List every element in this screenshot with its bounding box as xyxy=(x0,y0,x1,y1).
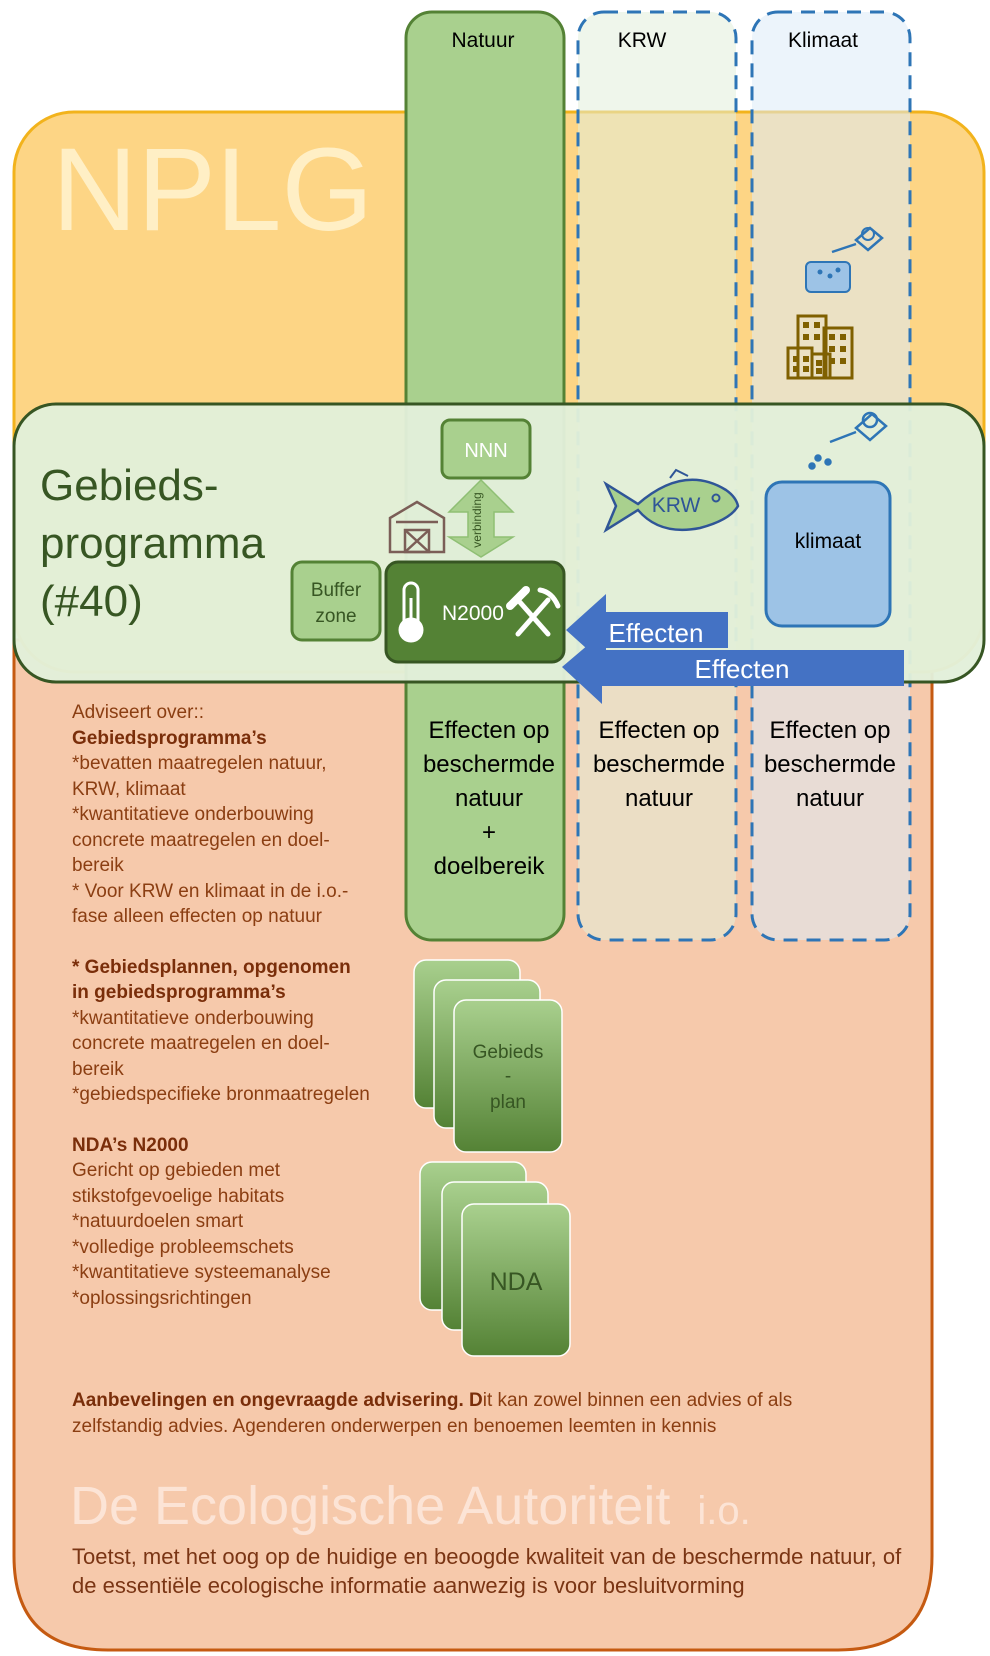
column-krw-label: KRW xyxy=(618,29,667,52)
column-natuur-label: Natuur xyxy=(451,29,514,52)
nda-stack xyxy=(419,1161,571,1357)
gebiedsplan-label-line1: Gebieds xyxy=(473,1042,544,1063)
watering-can-icon xyxy=(805,226,884,293)
advice-intro: Adviseert over:: xyxy=(72,702,204,723)
advice-block: Adviseert over:: Gebiedsprogramma’s *bev… xyxy=(72,700,372,1311)
klimaat-box xyxy=(764,480,892,628)
advice-gp-item2: *kwantitatieve onderbouwing concrete maa… xyxy=(72,804,330,876)
nplg-title: NPLG xyxy=(52,124,373,256)
advice-nda-item1: Gericht op gebieden met stikstofgevoelig… xyxy=(72,1160,285,1207)
city-buildings-icon xyxy=(786,314,854,380)
effects-krw-line3: natuur xyxy=(625,785,693,812)
advice-nda-item3: *volledige probleemschets xyxy=(72,1236,294,1258)
effects-natuur-line2: beschermde xyxy=(423,751,555,778)
nda-card xyxy=(461,1203,571,1357)
advice-nda-item4: *kwantitatieve systeemanalyse xyxy=(72,1262,331,1283)
effecten-arrow-klimaat-label: Effecten xyxy=(695,654,790,684)
gebiedsprogramma-title-line2: programma xyxy=(40,519,265,568)
krw-fish-label: KRW xyxy=(652,494,701,517)
effects-klimaat: Effecten op beschermde natuur xyxy=(764,717,896,812)
buffer-zone-label-line2: zone xyxy=(315,606,356,627)
krw-fish-icon xyxy=(603,468,740,534)
buffer-zone-box xyxy=(290,560,382,642)
advice-nda-item2: *natuurdoelen smart xyxy=(72,1211,244,1232)
effects-krw-line1: Effecten op xyxy=(599,717,720,744)
advice-gpl-item2: *gebiedspecifieke bronmaatregelen xyxy=(72,1084,370,1105)
advice-gpl-item1: *kwantitatieve onderbouwing concrete maa… xyxy=(72,1007,330,1080)
effects-klimaat-line3: natuur xyxy=(796,785,864,812)
nda-label: NDA xyxy=(490,1268,543,1296)
effects-natuur-line1: Effecten op xyxy=(429,717,550,744)
effects-natuur-line5: doelbereik xyxy=(434,853,546,880)
gebiedsplan-label-line2: - xyxy=(505,1066,511,1087)
gebiedsprogramma-title-line3: (#40) xyxy=(40,577,143,626)
effects-natuur-line4: + xyxy=(482,819,496,846)
thermometer-icon xyxy=(398,581,424,643)
watering-can-icon-small xyxy=(808,411,888,470)
effects-klimaat-line1: Effecten op xyxy=(770,717,891,744)
advice-gp-item1: *bevatten maatregelen natuur, KRW, klima… xyxy=(72,753,327,800)
gebiedsplan-card xyxy=(453,999,563,1153)
advice-gp-item3: * Voor KRW en klimaat in de i.o.-fase al… xyxy=(72,880,349,928)
column-klimaat-label: Klimaat xyxy=(788,29,858,52)
gebiedsplan-stack xyxy=(413,959,563,1153)
gebiedsprogramma-title-line1: Gebieds- xyxy=(40,461,219,510)
n2000-box xyxy=(384,560,566,664)
effecten-arrow-klimaat xyxy=(562,633,904,704)
authority-title: De Ecologische Autoriteit i.o. xyxy=(70,1476,751,1536)
nnn-box xyxy=(440,418,532,480)
effects-klimaat-line2: beschermde xyxy=(764,751,896,778)
klimaat-box-label: klimaat xyxy=(795,530,862,553)
effects-krw: Effecten op beschermde natuur xyxy=(593,717,725,812)
recommendation-bold: Aanbevelingen en ongevraagde advisering.… xyxy=(72,1390,483,1411)
n2000-label: N2000 xyxy=(442,602,504,625)
advice-gp-heading: Gebiedsprogramma’s xyxy=(72,727,267,749)
authority-title-suffix: i.o. xyxy=(697,1489,750,1533)
advice-nda-heading: NDA’s N2000 xyxy=(72,1134,189,1156)
effecten-arrow-krw xyxy=(566,594,728,666)
effecten-arrow-krw-label: Effecten xyxy=(609,618,704,648)
authority-description: Toetst, met het oog op de huidige en beo… xyxy=(72,1544,902,1598)
advice-gpl-heading: * Gebiedsplannen, opgenomen in gebiedspr… xyxy=(72,956,351,1004)
barn-icon xyxy=(388,500,446,554)
gebiedsplan-label-line3: plan xyxy=(490,1092,526,1113)
effects-krw-line2: beschermde xyxy=(593,751,725,778)
effects-natuur-line3: natuur xyxy=(455,785,523,812)
nnn-label: NNN xyxy=(464,440,507,462)
authority-title-main: De Ecologische Autoriteit xyxy=(70,1476,670,1536)
effects-natuur: Effecten op beschermde natuur + doelbere… xyxy=(423,717,555,880)
recommendation-rest: it kan zowel binnen een advies of als ze… xyxy=(72,1390,793,1437)
recommendation-text: Aanbevelingen en ongevraagde advisering.… xyxy=(72,1388,812,1440)
hammer-pick-icon xyxy=(506,586,561,637)
buffer-zone-label-line1: Buffer xyxy=(311,580,362,601)
verbinding-arrow xyxy=(446,478,516,558)
verbinding-label: verbinding xyxy=(470,492,484,547)
advice-nda-item5: *oplossingsrichtingen xyxy=(72,1287,252,1309)
